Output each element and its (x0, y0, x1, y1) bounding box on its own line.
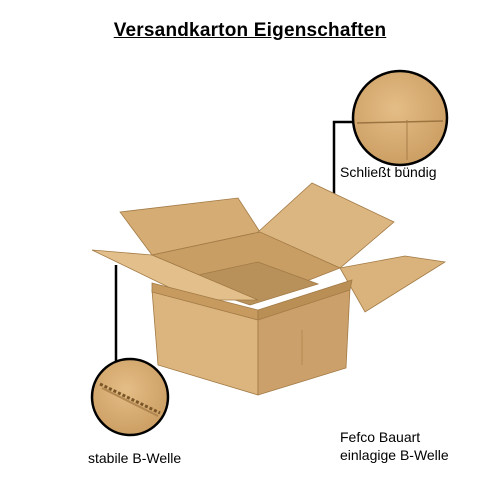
construction-label-line1: Fefco Bauart (340, 429, 421, 445)
flush-closing-detail-icon (351, 69, 449, 167)
leader-lines (114, 120, 352, 372)
corrugation-label: stabile B-Welle (88, 450, 182, 466)
box-icon (91, 182, 447, 396)
construction-label-line2: einlagige B-Welle (340, 447, 449, 463)
corrugation-detail-icon (90, 357, 170, 437)
page-title: Versandkarton Eigenschaften (113, 20, 387, 41)
flush-closing-label: Schließt bündig (340, 164, 437, 180)
leader-line-top (332, 120, 352, 210)
